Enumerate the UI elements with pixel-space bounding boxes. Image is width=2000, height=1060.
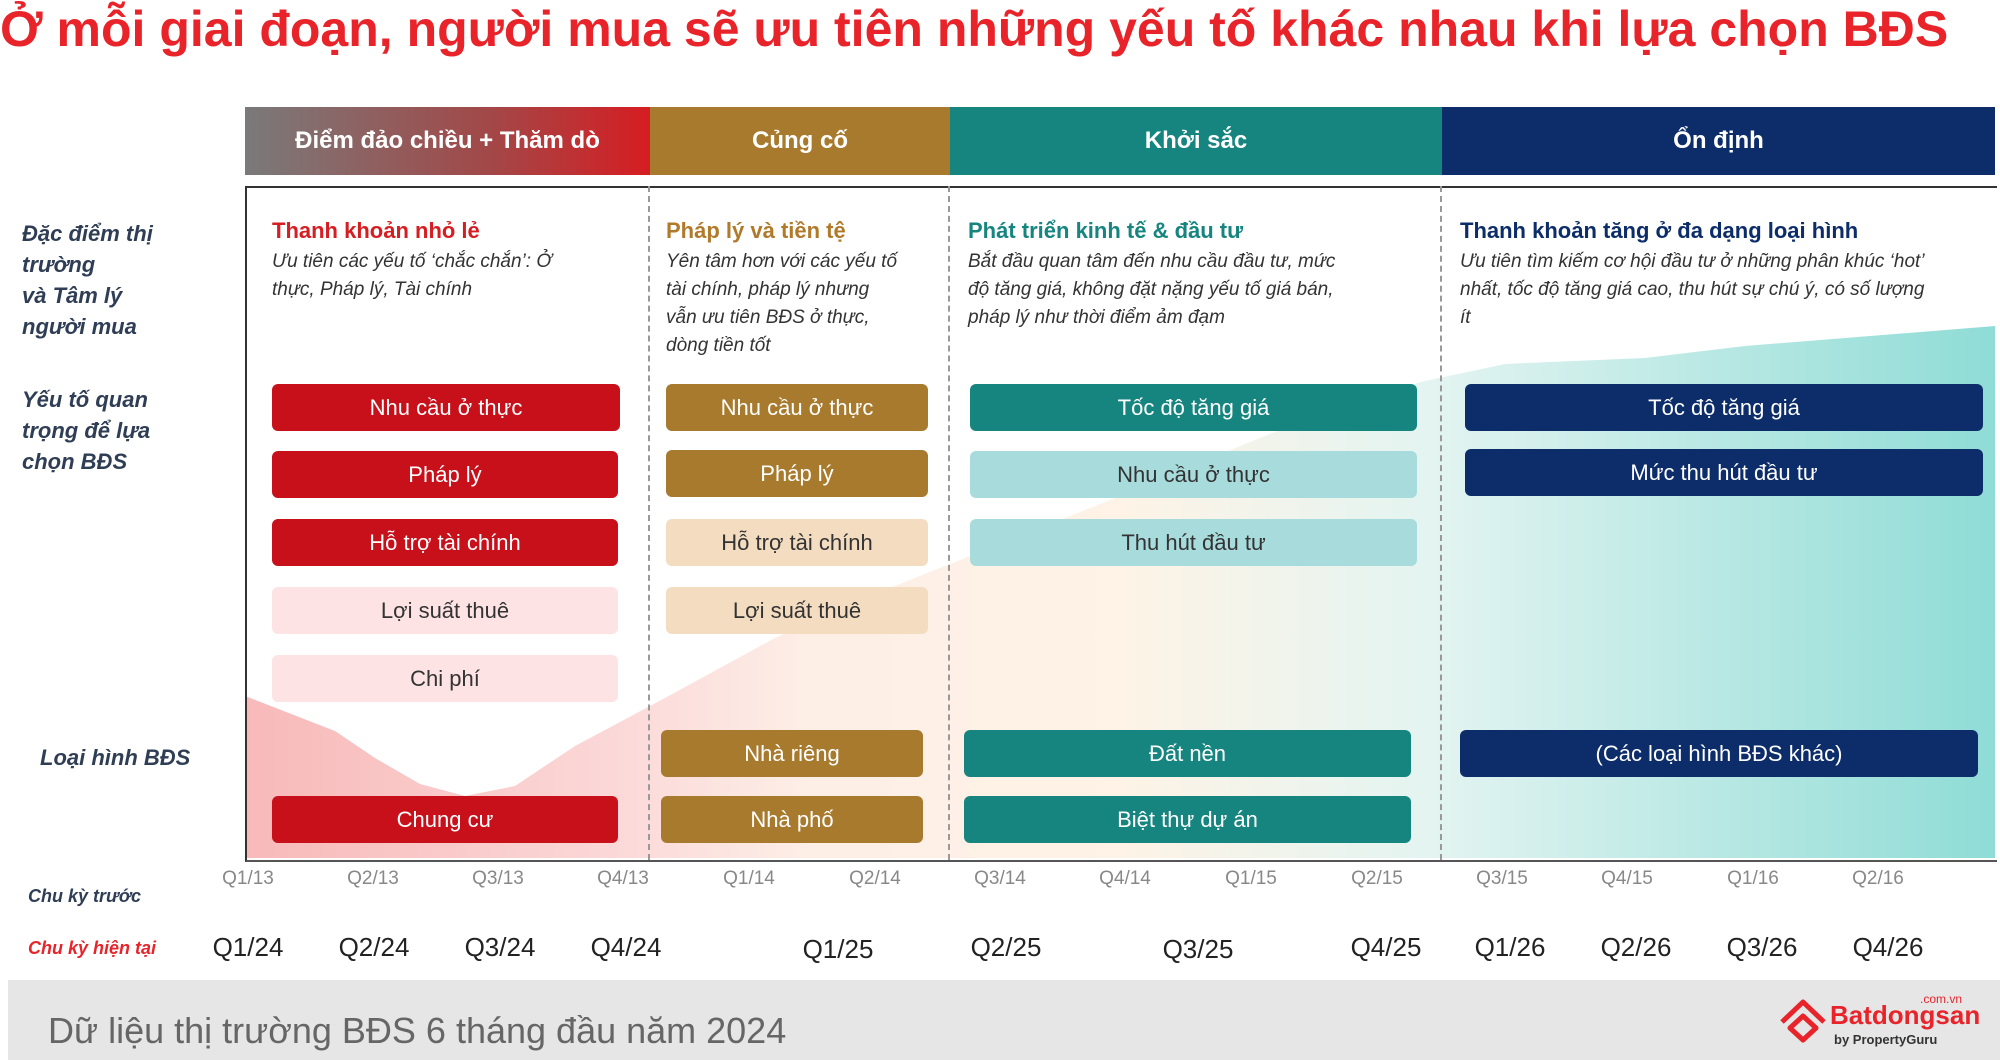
previous-tick: Q2/13	[347, 868, 399, 889]
previous-cycle-label: Chu kỳ trước	[28, 886, 141, 906]
previous-tick: Q1/13	[222, 868, 274, 889]
current-tick: Q2/24	[338, 932, 410, 962]
previous-tick: Q2/14	[849, 868, 901, 889]
current-tick: Q3/25	[1162, 934, 1234, 964]
previous-tick: Q2/15	[1351, 868, 1403, 889]
current-tick: Q1/24	[212, 932, 284, 962]
batdongsan-logo: .com.vn Batdongsan by PropertyGuru	[1778, 992, 1980, 1052]
column-heading-1: Thanh khoản nhỏ lẻ	[272, 218, 480, 243]
factor-box: Pháp lý	[272, 451, 618, 498]
factor-box: Nhu cầu ở thực	[666, 384, 928, 431]
factor-box: Lợi suất thuê	[272, 587, 618, 634]
type-box: Đất nền	[964, 730, 1411, 777]
previous-tick: Q1/14	[723, 868, 775, 889]
current-tick: Q1/26	[1474, 932, 1546, 962]
previous-tick: Q4/13	[597, 868, 649, 889]
column-desc-4: Ưu tiên tìm kiếm cơ hội đầu tư ở những p…	[1460, 251, 1925, 328]
current-tick: Q2/26	[1600, 932, 1672, 962]
current-tick: Q3/24	[464, 932, 536, 962]
footer-bar	[8, 980, 2000, 1060]
previous-tick: Q2/16	[1852, 868, 1904, 889]
type-box: (Các loại hình BĐS khác)	[1460, 730, 1978, 777]
type-box: Chung cư	[272, 796, 618, 843]
current-tick: Q4/24	[590, 932, 662, 962]
previous-tick: Q1/15	[1225, 868, 1277, 889]
factor-box: Tốc độ tăng giá	[1465, 384, 1983, 431]
current-tick: Q1/25	[802, 934, 874, 964]
factor-box: Thu hút đầu tư	[970, 519, 1417, 566]
page-title: Ở mỗi giai đoạn, người mua sẽ ưu tiên nh…	[0, 1, 1949, 57]
phase-header-4: Ổn định	[1442, 107, 1995, 175]
house-logo-icon	[1780, 999, 1826, 1043]
footer-text: Dữ liệu thị trường BĐS 6 tháng đầu năm 2…	[48, 1010, 787, 1051]
diagram-panel	[245, 186, 1997, 862]
factor-box: Tốc độ tăng giá	[970, 384, 1417, 431]
factor-box: Chi phí	[272, 655, 618, 702]
previous-tick: Q3/13	[472, 868, 524, 889]
column-heading-3: Phát triển kinh tế & đầu tư	[968, 218, 1244, 243]
type-box: Nhà riêng	[661, 730, 923, 777]
previous-tick: Q4/15	[1601, 868, 1653, 889]
factor-box: Hỗ trợ tài chính	[666, 519, 928, 566]
factor-box: Nhu cầu ở thực	[272, 384, 620, 431]
current-cycle-label: Chu kỳ hiện tại	[28, 938, 157, 958]
phase-header-3: Khởi sắc	[950, 107, 1442, 175]
column-heading-4: Thanh khoản tăng ở đa dạng loại hình	[1460, 218, 1859, 243]
current-tick: Q3/26	[1726, 932, 1798, 962]
divider-3	[1440, 186, 1442, 860]
type-box: Nhà phố	[661, 796, 923, 843]
current-tick: Q4/26	[1852, 932, 1924, 962]
factor-box: Lợi suất thuê	[666, 587, 928, 634]
previous-tick: Q1/16	[1727, 868, 1779, 889]
row-label-types: Loại hình BĐS	[40, 745, 191, 770]
phase-header-1: Điểm đảo chiều + Thăm dò	[245, 107, 650, 175]
column-desc-3: Bắt đầu quan tâm đến nhu cầu đầu tư, mức…	[968, 251, 1336, 328]
phase-header-2: Củng cố	[650, 107, 950, 175]
previous-tick: Q3/15	[1476, 868, 1528, 889]
factor-box: Mức thu hút đầu tư	[1465, 449, 1983, 496]
factor-box: Nhu cầu ở thực	[970, 451, 1417, 498]
divider-1	[648, 186, 650, 860]
type-box: Biệt thự dự án	[964, 796, 1411, 843]
divider-2	[948, 186, 950, 860]
previous-tick: Q3/14	[974, 868, 1026, 889]
current-tick: Q4/25	[1350, 932, 1422, 962]
column-heading-2: Pháp lý và tiền tệ	[666, 218, 846, 243]
factor-box: Hỗ trợ tài chính	[272, 519, 618, 566]
factor-box: Pháp lý	[666, 450, 928, 497]
previous-tick: Q4/14	[1099, 868, 1151, 889]
current-tick: Q2/25	[970, 932, 1042, 962]
